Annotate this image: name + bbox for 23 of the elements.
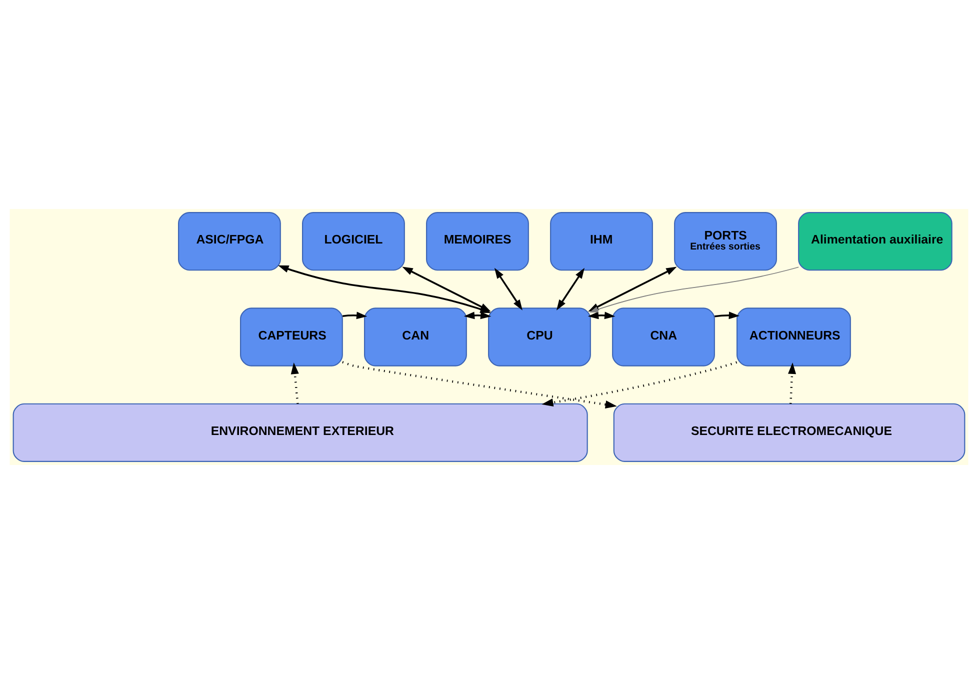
arrow — [588, 312, 616, 320]
arrow — [494, 268, 522, 310]
node-box: MEMOIRES — [426, 212, 529, 271]
arrow — [788, 362, 796, 404]
node-box: SECURITE ELECTROMECANIQUE — [613, 403, 966, 462]
node-box: ASIC/FPGA — [178, 212, 281, 271]
node-box: LOGICIEL — [302, 212, 405, 271]
node-box: IHM — [550, 212, 653, 271]
arrow — [556, 268, 585, 310]
node-box: CPU — [488, 308, 591, 366]
arrow — [542, 361, 738, 407]
node-box: CAPTEURS — [240, 308, 343, 366]
node-box: ACTIONNEURS — [736, 308, 851, 366]
node-box: CNA — [612, 308, 715, 366]
node-box: CAN — [364, 308, 467, 366]
node-box: ENVIRONNEMENT EXTERIEUR — [12, 403, 588, 462]
arrow — [342, 361, 617, 409]
node-box: PORTS Entrées sorties — [674, 212, 777, 271]
arrow — [714, 312, 740, 320]
arrow — [464, 312, 492, 320]
node-box: Alimentation auxiliaire — [798, 212, 952, 271]
arrow — [290, 362, 299, 404]
arrow — [342, 312, 368, 320]
